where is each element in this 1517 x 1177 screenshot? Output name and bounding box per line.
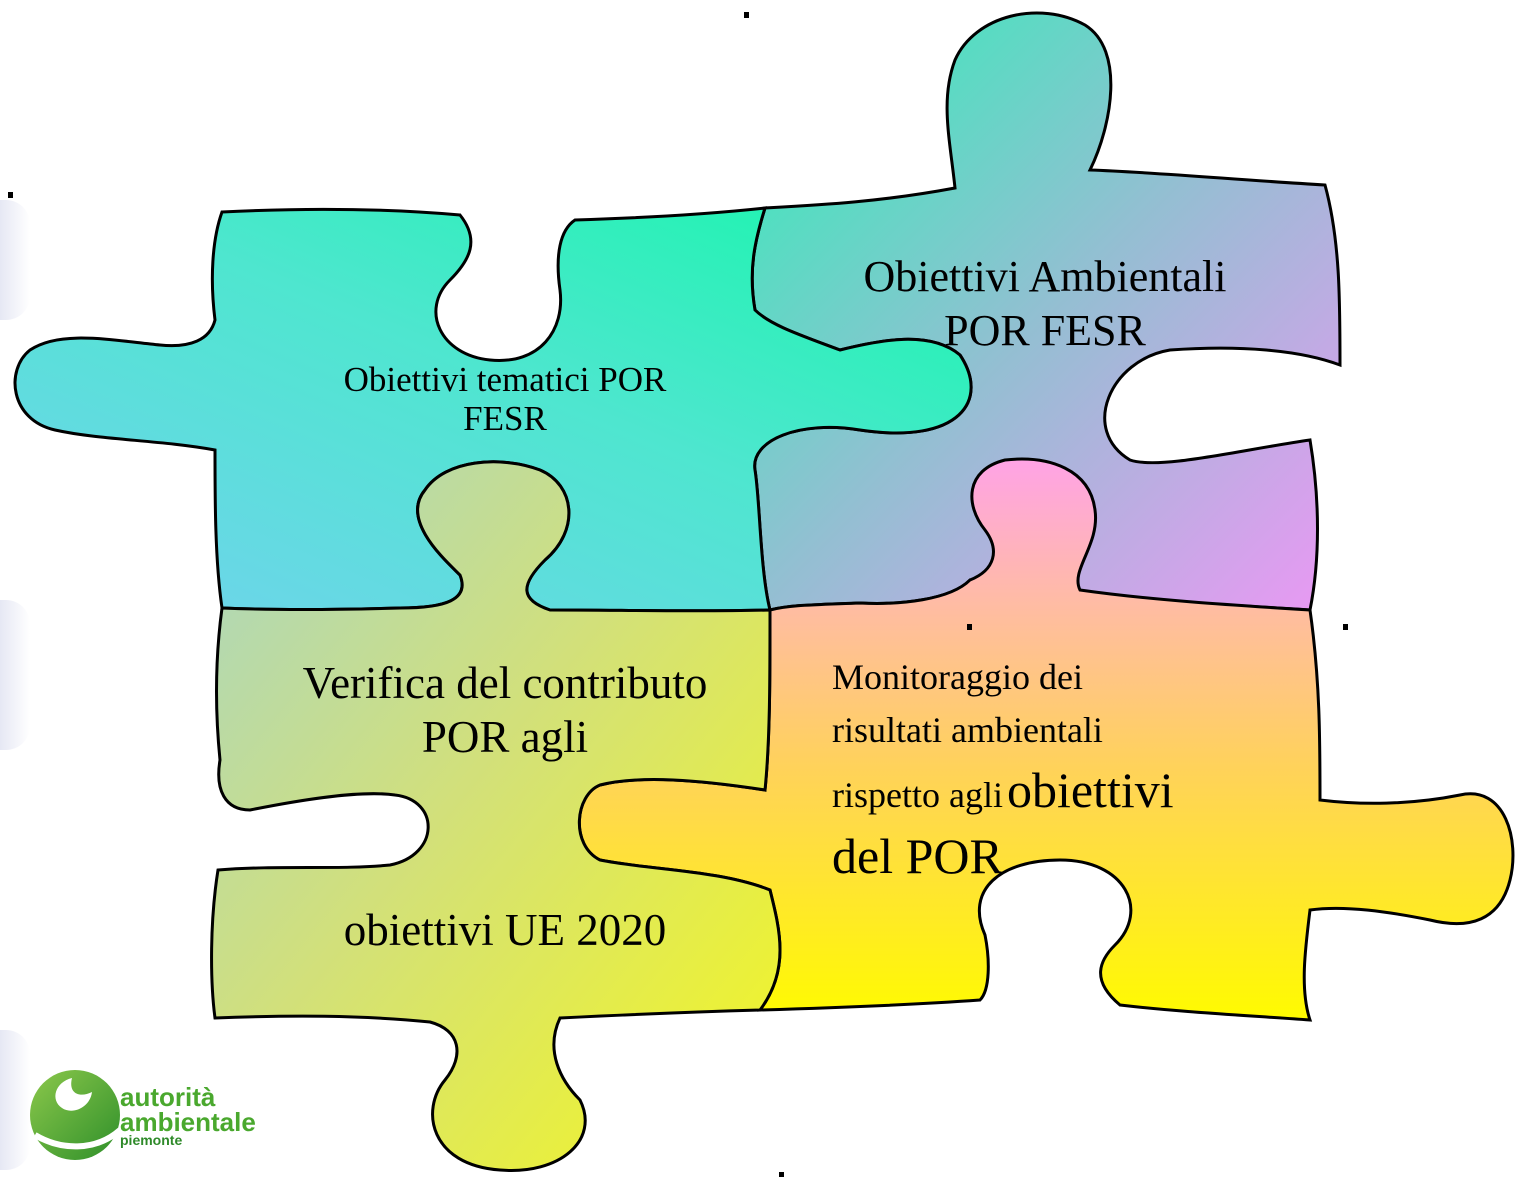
bottom-right-piece-label-line2: risultati ambientali — [832, 710, 1103, 750]
bottom-left-piece-label-line3: obiettivi UE 2020 — [343, 905, 667, 955]
top-right-piece-label-line1: Obiettivi Ambientali — [863, 252, 1227, 301]
side-tab-bottom — [0, 1030, 30, 1170]
bottom-left-piece-label-line1: Verifica del contributo — [302, 658, 708, 708]
bottom-right-piece-label-line1: Monitoraggio dei — [832, 657, 1083, 697]
stray-dot-right — [1343, 624, 1348, 630]
logo-mark — [30, 1070, 122, 1160]
bottom-left-piece-label-line2: POR agli — [421, 712, 589, 762]
stray-dot-left — [8, 192, 13, 198]
logo-line2: ambientale — [120, 1106, 256, 1137]
stray-dot-bottom — [779, 1172, 784, 1177]
stray-dot-top-center — [744, 12, 749, 18]
bottom-right-piece-label-line4: del POR — [832, 828, 1003, 884]
puzzle-piece-bottom-left — [210, 460, 782, 1172]
top-right-piece-label-line2: POR FESR — [944, 306, 1146, 355]
top-left-piece-label: Obiettivi tematici POR FESR — [343, 360, 667, 439]
logo-text: autorità ambientale piemonte — [120, 1082, 256, 1149]
logo-line3: piemonte — [120, 1132, 183, 1149]
bottom-right-piece-label-line3b: obiettivi — [1006, 762, 1174, 818]
bottom-right-piece-label-line3a: rispetto agli — [832, 775, 1003, 815]
side-tab-middle — [0, 600, 30, 750]
side-tab-top — [0, 200, 30, 320]
bottom-right-piece-label-line3: rispetto agli obiettivi — [832, 762, 1174, 818]
logo-line1: autorità — [120, 1082, 216, 1112]
stray-dot-middle — [967, 624, 972, 630]
